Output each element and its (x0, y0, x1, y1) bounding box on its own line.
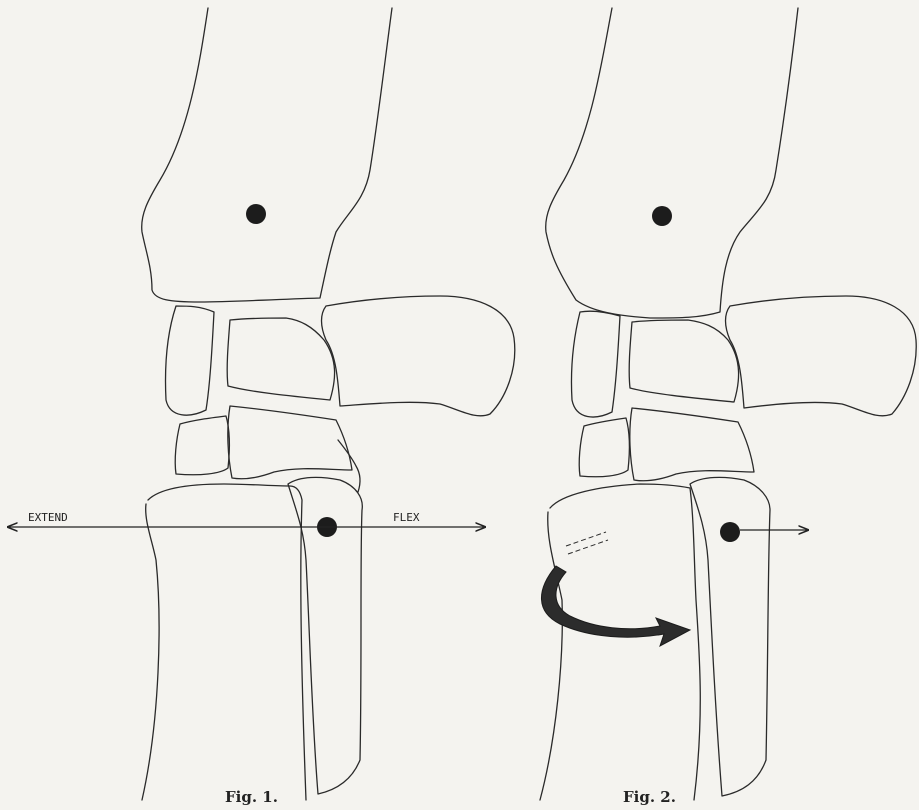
fig1-metacarpal (148, 484, 306, 800)
fig2-metacarpal-pivot-dot (720, 522, 740, 542)
fig2-radius (546, 8, 798, 318)
fig2-radius-pivot-dot (652, 206, 672, 226)
figure-2: Fig. 2. (540, 8, 916, 806)
fig1-flex-label: FLEX (393, 511, 420, 524)
fig2-metacarpal (550, 484, 700, 800)
fig1-carpal-upper-mid (227, 318, 334, 400)
fig1-metacarpal-left-edge (142, 504, 159, 800)
fig2-caption: Fig. 2. (623, 788, 676, 806)
fig2-carpal-lower-mid (630, 408, 754, 481)
figure-1: EXTEND FLEX Fig. 1. (8, 8, 515, 806)
fig1-radius (142, 8, 392, 302)
fig1-radius-pivot-dot (246, 204, 266, 224)
fig2-fracture-line-1 (566, 532, 606, 546)
fig2-carpal-upper-left (571, 311, 620, 417)
fig2-fracture-line-2 (568, 540, 608, 554)
fig1-carpal-upper-left (165, 306, 214, 415)
fig2-carpal-lower-left (579, 418, 629, 477)
fig2-metacarpal-left-edge (540, 512, 562, 800)
fig2-rotation-arrow (541, 566, 690, 646)
fig1-carpal-lower-left (175, 416, 229, 475)
fig1-accessory-carpal (322, 296, 515, 416)
fig1-caption: Fig. 1. (225, 788, 278, 806)
fig2-carpal-upper-mid (629, 320, 738, 402)
fig1-carpal-lower-mid (228, 406, 352, 479)
fig2-accessory-carpal (726, 296, 917, 416)
fig1-extend-label: EXTEND (28, 511, 68, 524)
